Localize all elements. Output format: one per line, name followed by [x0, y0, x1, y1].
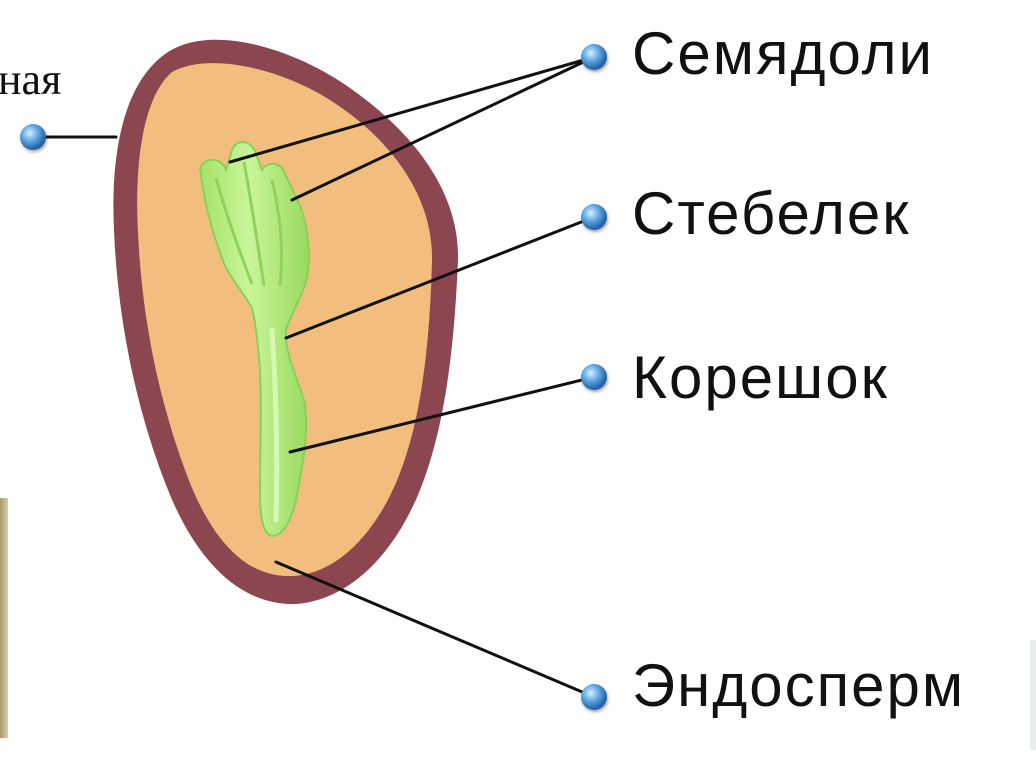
label-endosperm: Эндосперм: [632, 656, 965, 716]
bullet-icon: [581, 204, 607, 230]
background-fragment: [0, 498, 8, 738]
label-stem: Стебелек: [632, 184, 911, 244]
label-cotyledons: Семядоли: [632, 24, 934, 84]
background-fragment: [1030, 640, 1036, 750]
bullet-icon: [20, 124, 46, 150]
bullet-icon: [581, 684, 607, 710]
leader-line-endosperm: [276, 562, 594, 697]
bullet-icon: [581, 44, 607, 70]
bullet-icon: [581, 364, 607, 390]
label-seed-coat-partial: ная: [0, 58, 61, 102]
label-root: Корешок: [632, 348, 889, 408]
